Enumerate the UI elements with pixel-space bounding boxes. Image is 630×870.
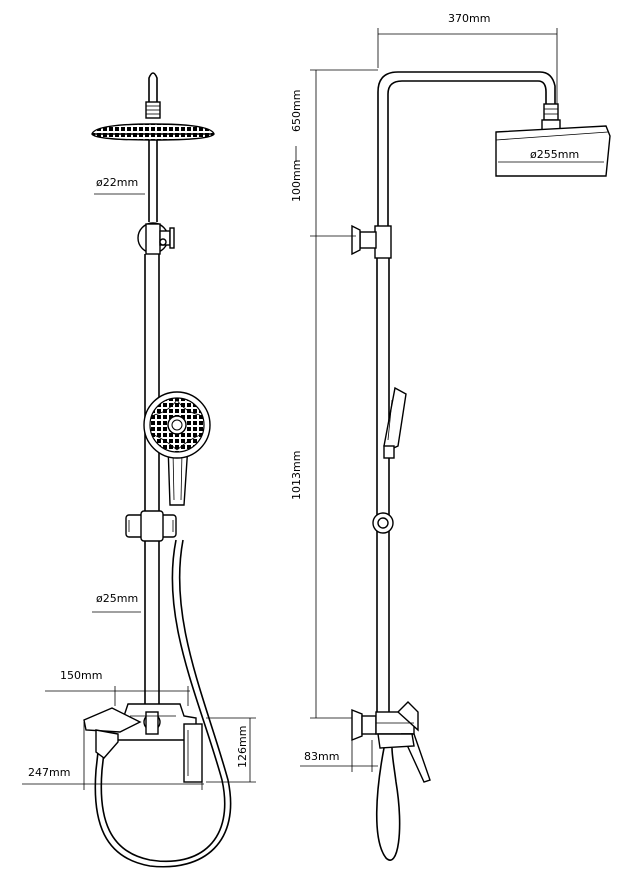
dim-mixer-height: 126mm bbox=[236, 726, 249, 768]
front-hose bbox=[100, 539, 226, 863]
front-slide-bracket bbox=[125, 510, 177, 542]
side-dimensions: 370mm ø255mm 650mm 100mm 1013mm 83mm bbox=[290, 12, 604, 772]
dim-head-diameter: ø255mm bbox=[530, 148, 579, 161]
dim-upper-height-alt: 100mm bbox=[290, 160, 303, 202]
dim-mixer-width: 247mm bbox=[28, 766, 70, 779]
front-mixer bbox=[83, 703, 203, 783]
side-hand-shower bbox=[383, 386, 407, 459]
front-dimensions: ø22mm ø25mm 150mm 247mm 126mm bbox=[22, 176, 256, 790]
front-hand-shower bbox=[143, 391, 211, 506]
front-rain-head bbox=[91, 123, 215, 141]
side-rain-head bbox=[495, 125, 611, 177]
side-diverter bbox=[351, 224, 392, 259]
side-arm-inner bbox=[387, 80, 547, 228]
front-pipe-top bbox=[148, 72, 158, 102]
side-view: 370mm ø255mm 650mm 100mm 1013mm 83mm bbox=[290, 12, 611, 861]
dim-wall-offset: 83mm bbox=[304, 750, 339, 763]
side-hose bbox=[375, 747, 401, 861]
dim-lower-pipe-diameter: ø25mm bbox=[96, 592, 138, 605]
dim-bar-height: 1013mm bbox=[290, 451, 303, 500]
dim-head-pipe-diameter: ø22mm bbox=[96, 176, 138, 189]
side-mixer bbox=[351, 701, 431, 783]
dim-upper-height: 650mm bbox=[290, 90, 303, 132]
front-diverter bbox=[137, 222, 175, 255]
dim-arm-length: 370mm bbox=[448, 12, 490, 25]
side-arm-outer bbox=[377, 71, 556, 228]
dim-spout-spacing: 150mm bbox=[60, 669, 102, 682]
front-view: ø22mm ø25mm 150mm 247mm 126mm bbox=[22, 72, 256, 868]
